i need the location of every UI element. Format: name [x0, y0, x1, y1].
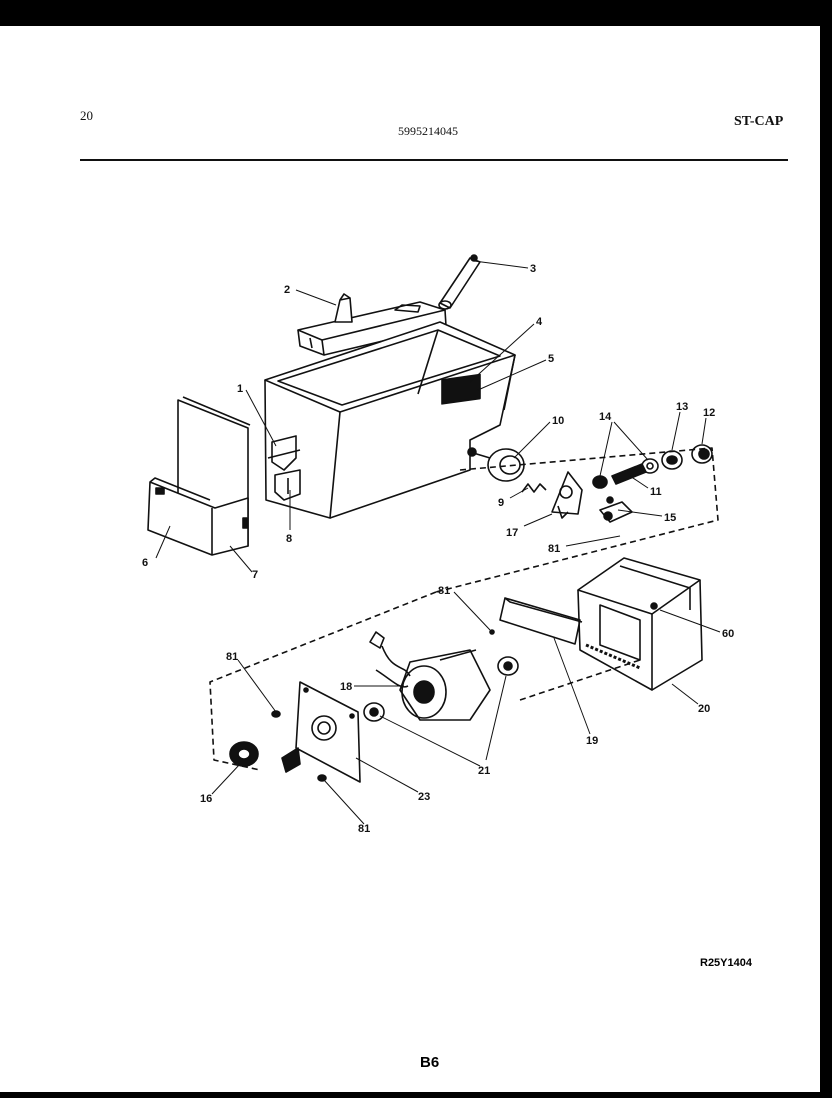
callout-1: 1 — [237, 383, 243, 395]
callout-20: 20 — [698, 703, 710, 715]
part-23-plate — [281, 681, 361, 783]
part-11-shaft — [611, 463, 647, 485]
callout-18: 18 — [340, 681, 352, 693]
drawing-id: R25Y1404 — [700, 957, 752, 969]
ice-bucket-housing — [264, 321, 516, 519]
part-81-screws — [271, 629, 495, 782]
callout-7: 7 — [252, 569, 258, 581]
callout-15: 15 — [664, 512, 676, 524]
callout-6: 6 — [142, 557, 148, 569]
part-12-cap — [691, 444, 713, 464]
callout-3: 3 — [530, 263, 536, 275]
callout-60: 60 — [722, 628, 734, 640]
exploded-view-diagram: 1 2 3 4 5 6 7 8 9 10 11 12 13 14 15 16 1… — [142, 254, 734, 835]
part-18-motor — [369, 631, 491, 721]
model-code: ST-CAP — [734, 114, 784, 129]
part-20-housing — [577, 557, 703, 691]
callout-17: 17 — [506, 527, 518, 539]
part-16-knob — [229, 741, 259, 767]
part-1-bracket — [267, 435, 301, 471]
callout-81: 81 — [358, 823, 370, 835]
callout-81: 81 — [548, 543, 560, 555]
page-number: 20 — [80, 108, 93, 123]
callout-21: 21 — [478, 765, 490, 777]
header-rule — [80, 159, 788, 161]
part-3-rod — [438, 254, 481, 310]
part-17-cam — [551, 471, 583, 519]
page-code: B6 — [420, 1054, 440, 1071]
callout-4: 4 — [536, 316, 543, 328]
part-6-7-panel — [147, 396, 251, 556]
callout-14: 14 — [599, 411, 612, 423]
callout-8: 8 — [286, 533, 292, 545]
part-21-nuts — [363, 656, 519, 722]
part-number: 5995214045 — [398, 124, 458, 138]
callout-16: 16 — [200, 793, 212, 805]
callout-5: 5 — [548, 353, 554, 365]
part-9-spring — [521, 483, 547, 493]
callout-13: 13 — [676, 401, 688, 413]
part-19-plate — [499, 597, 583, 645]
callout-2: 2 — [284, 284, 290, 296]
callout-9: 9 — [498, 497, 504, 509]
callout-81: 81 — [226, 651, 238, 663]
part-15-fitting — [599, 496, 633, 523]
part-10-gear — [467, 447, 525, 482]
callout-19: 19 — [586, 735, 598, 747]
callout-10: 10 — [552, 415, 564, 427]
callout-81: 81 — [438, 585, 450, 597]
part-14-washers — [592, 458, 659, 489]
callout-23: 23 — [418, 791, 430, 803]
callout-11: 11 — [650, 486, 662, 498]
part-13-nut — [661, 450, 683, 470]
parts-diagram-sheet: 20 5995214045 ST-CAP — [0, 26, 820, 1092]
part-8-clip — [274, 469, 301, 501]
callout-12: 12 — [703, 407, 715, 419]
